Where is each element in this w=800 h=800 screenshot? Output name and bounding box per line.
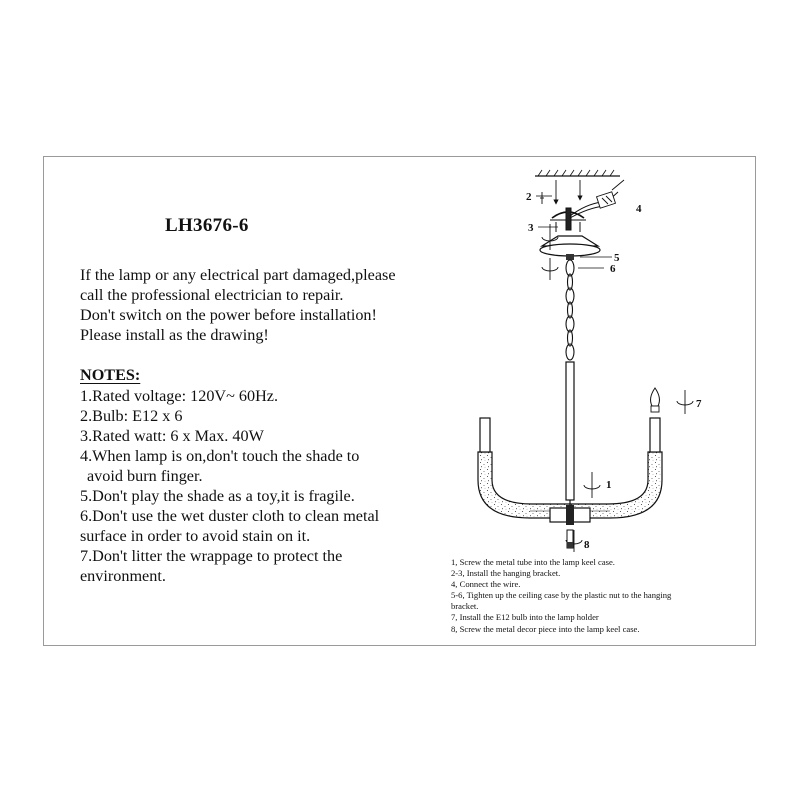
step-item: 4, Connect the wire. <box>451 579 521 590</box>
rotation-arrows <box>541 224 694 552</box>
callout-6: 6 <box>610 263 616 275</box>
ceiling-canopy <box>539 235 601 260</box>
warning-line: Don't switch on the power before install… <box>80 306 377 324</box>
note-item: surface in order to avoid stain on it. <box>80 527 311 545</box>
assembly-steps: 1, Screw the metal tube into the lamp ke… <box>451 557 671 635</box>
hanging-bracket <box>550 207 586 232</box>
note-item: 7.Don't litter the wrappage to protect t… <box>80 547 343 565</box>
note-item: environment. <box>80 567 166 585</box>
callout-labels: 2 3 4 5 6 1 7 8 <box>526 191 702 551</box>
metal-tube <box>565 361 575 508</box>
note-item: 2.Bulb: E12 x 6 <box>80 407 183 425</box>
notes-list: 1.Rated voltage: 120V~ 60Hz. 2.Bulb: E12… <box>80 386 379 586</box>
warning-line: If the lamp or any electrical part damag… <box>80 266 396 284</box>
callout-3: 3 <box>528 222 534 234</box>
note-item: 5.Don't play the shade as a toy,it is fr… <box>80 487 355 505</box>
ceiling-hatch <box>535 169 620 177</box>
callout-4: 4 <box>636 203 642 215</box>
warning-text: If the lamp or any electrical part damag… <box>80 265 396 345</box>
warning-line: Please install as the drawing! <box>80 326 269 344</box>
instruction-sheet-frame <box>43 156 756 646</box>
mounting-screws <box>540 180 583 205</box>
step-item: 7, Install the E12 bulb into the lamp ho… <box>451 612 599 623</box>
note-item: 1.Rated voltage: 120V~ 60Hz. <box>80 387 279 405</box>
callout-2: 2 <box>526 191 532 203</box>
warning-line: call the professional electrician to rep… <box>80 286 344 304</box>
candle-sleeves <box>479 417 661 453</box>
step-item: bracket. <box>451 601 479 612</box>
note-item: 6.Don't use the wet duster cloth to clea… <box>80 507 380 525</box>
step-item: 2-3, Install the hanging bracket. <box>451 568 561 579</box>
callout-5: 5 <box>614 252 620 264</box>
callout-8: 8 <box>584 539 590 551</box>
model-number: LH3676-6 <box>165 215 249 236</box>
assembly-diagram: 2 3 4 5 6 1 7 8 <box>477 169 702 552</box>
notes-heading: NOTES: <box>80 366 141 384</box>
bulb-icon <box>650 387 660 413</box>
note-item: avoid burn finger. <box>87 467 203 485</box>
wire-connector <box>569 179 625 219</box>
keel-case <box>549 505 591 525</box>
step-item: 8, Screw the metal decor piece into the … <box>451 623 640 634</box>
note-item: 3.Rated watt: 6 x Max. 40W <box>80 427 264 445</box>
step-item: 5-6, Tighten up the ceiling case by the … <box>451 590 672 601</box>
decor-piece <box>566 529 574 549</box>
note-item: 4.When lamp is on,don't touch the shade … <box>80 447 360 465</box>
callout-7: 7 <box>696 398 702 410</box>
callout-1: 1 <box>606 479 612 491</box>
chain <box>565 259 575 361</box>
step-item: 1, Screw the metal tube into the lamp ke… <box>451 557 615 567</box>
callout-leaders <box>536 195 612 269</box>
